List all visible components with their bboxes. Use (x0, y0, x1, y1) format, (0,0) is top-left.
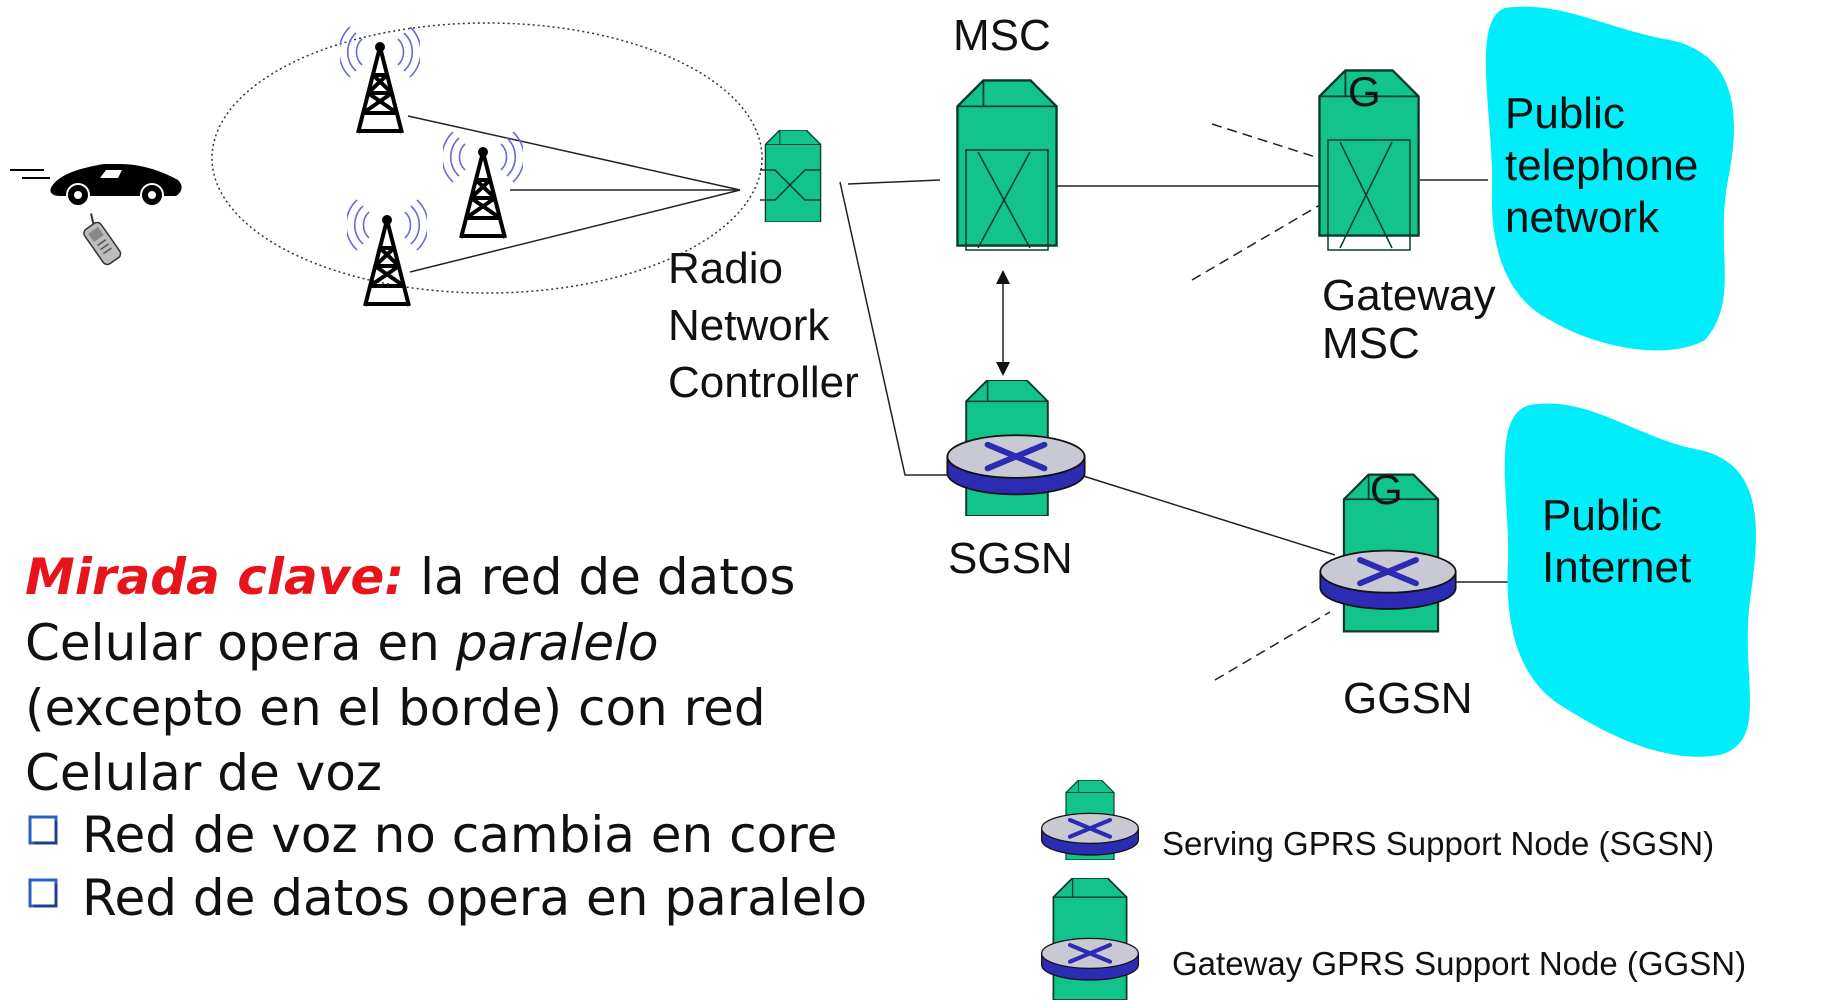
bullet-item-2: Red de datos opera en paralelo (82, 869, 867, 927)
rnc-label-line3: Controller (668, 358, 859, 407)
gateway-g-label: G (1348, 68, 1381, 115)
radio-coverage-ellipse (211, 22, 763, 294)
connection-lines (407, 115, 1508, 681)
arrow-head-up (996, 270, 1010, 284)
legend-sgsn-icon (1042, 780, 1139, 860)
rnc-label-line1: Radio (668, 244, 783, 293)
gateway-msc-switch-icon (1317, 68, 1421, 251)
internet-label-line2: Internet (1542, 543, 1691, 592)
bullet-icon (28, 815, 58, 845)
key-insight-line2-italic: paralelo (455, 614, 659, 672)
internet-label-line1: Public (1542, 491, 1662, 540)
car-icon (10, 164, 182, 207)
sgsn-label: SGSN (948, 534, 1073, 583)
bullet-item-1: Red de voz no cambia en core (82, 806, 837, 864)
rnc-label-line2: Network (668, 301, 830, 350)
public-telephone-network-cloud (1485, 6, 1734, 351)
arrow-head-down (996, 362, 1010, 376)
legend-ggsn-label: Gateway GPRS Support Node (GGSN) (1172, 945, 1746, 982)
key-insight-line3: (excepto en el borde) con red (25, 679, 766, 737)
cellphone-icon (83, 213, 122, 266)
key-insight-line2: Celular opera en paralelo (25, 614, 658, 672)
key-insight-line1: Mirada clave: la red de datos (25, 548, 795, 606)
gateway-msc-label-line1: Gateway (1322, 271, 1496, 320)
antenna-tower-icon (340, 25, 420, 135)
legend-ggsn-icon (1042, 878, 1139, 1000)
pstn-label-line3: network (1505, 193, 1660, 242)
gateway-msc-label-line2: MSC (1322, 319, 1420, 368)
key-insight-emphasis: Mirada clave: (25, 548, 404, 606)
bullet-icon (28, 878, 58, 908)
radio-network-controller-switch-icon (760, 130, 822, 222)
sgsn-node-icon (947, 380, 1084, 516)
public-internet-cloud (1504, 403, 1756, 757)
key-insight-line1-rest: la red de datos (404, 548, 795, 606)
msc-label: MSC (953, 11, 1051, 60)
legend-sgsn-label: Serving GPRS Support Node (SGSN) (1162, 825, 1714, 862)
pstn-label-line1: Public (1505, 89, 1625, 138)
antenna-tower-icon (443, 130, 523, 240)
ggsn-g-label: G (1370, 466, 1403, 513)
key-insight-line2-start: Celular opera en (25, 614, 456, 672)
msc-switch-icon (955, 78, 1059, 251)
key-insight-line4: Celular de voz (25, 744, 382, 802)
antenna-tower-icon (347, 198, 427, 308)
ggsn-label: GGSN (1343, 674, 1473, 723)
pstn-label-line2: telephone (1505, 141, 1698, 190)
